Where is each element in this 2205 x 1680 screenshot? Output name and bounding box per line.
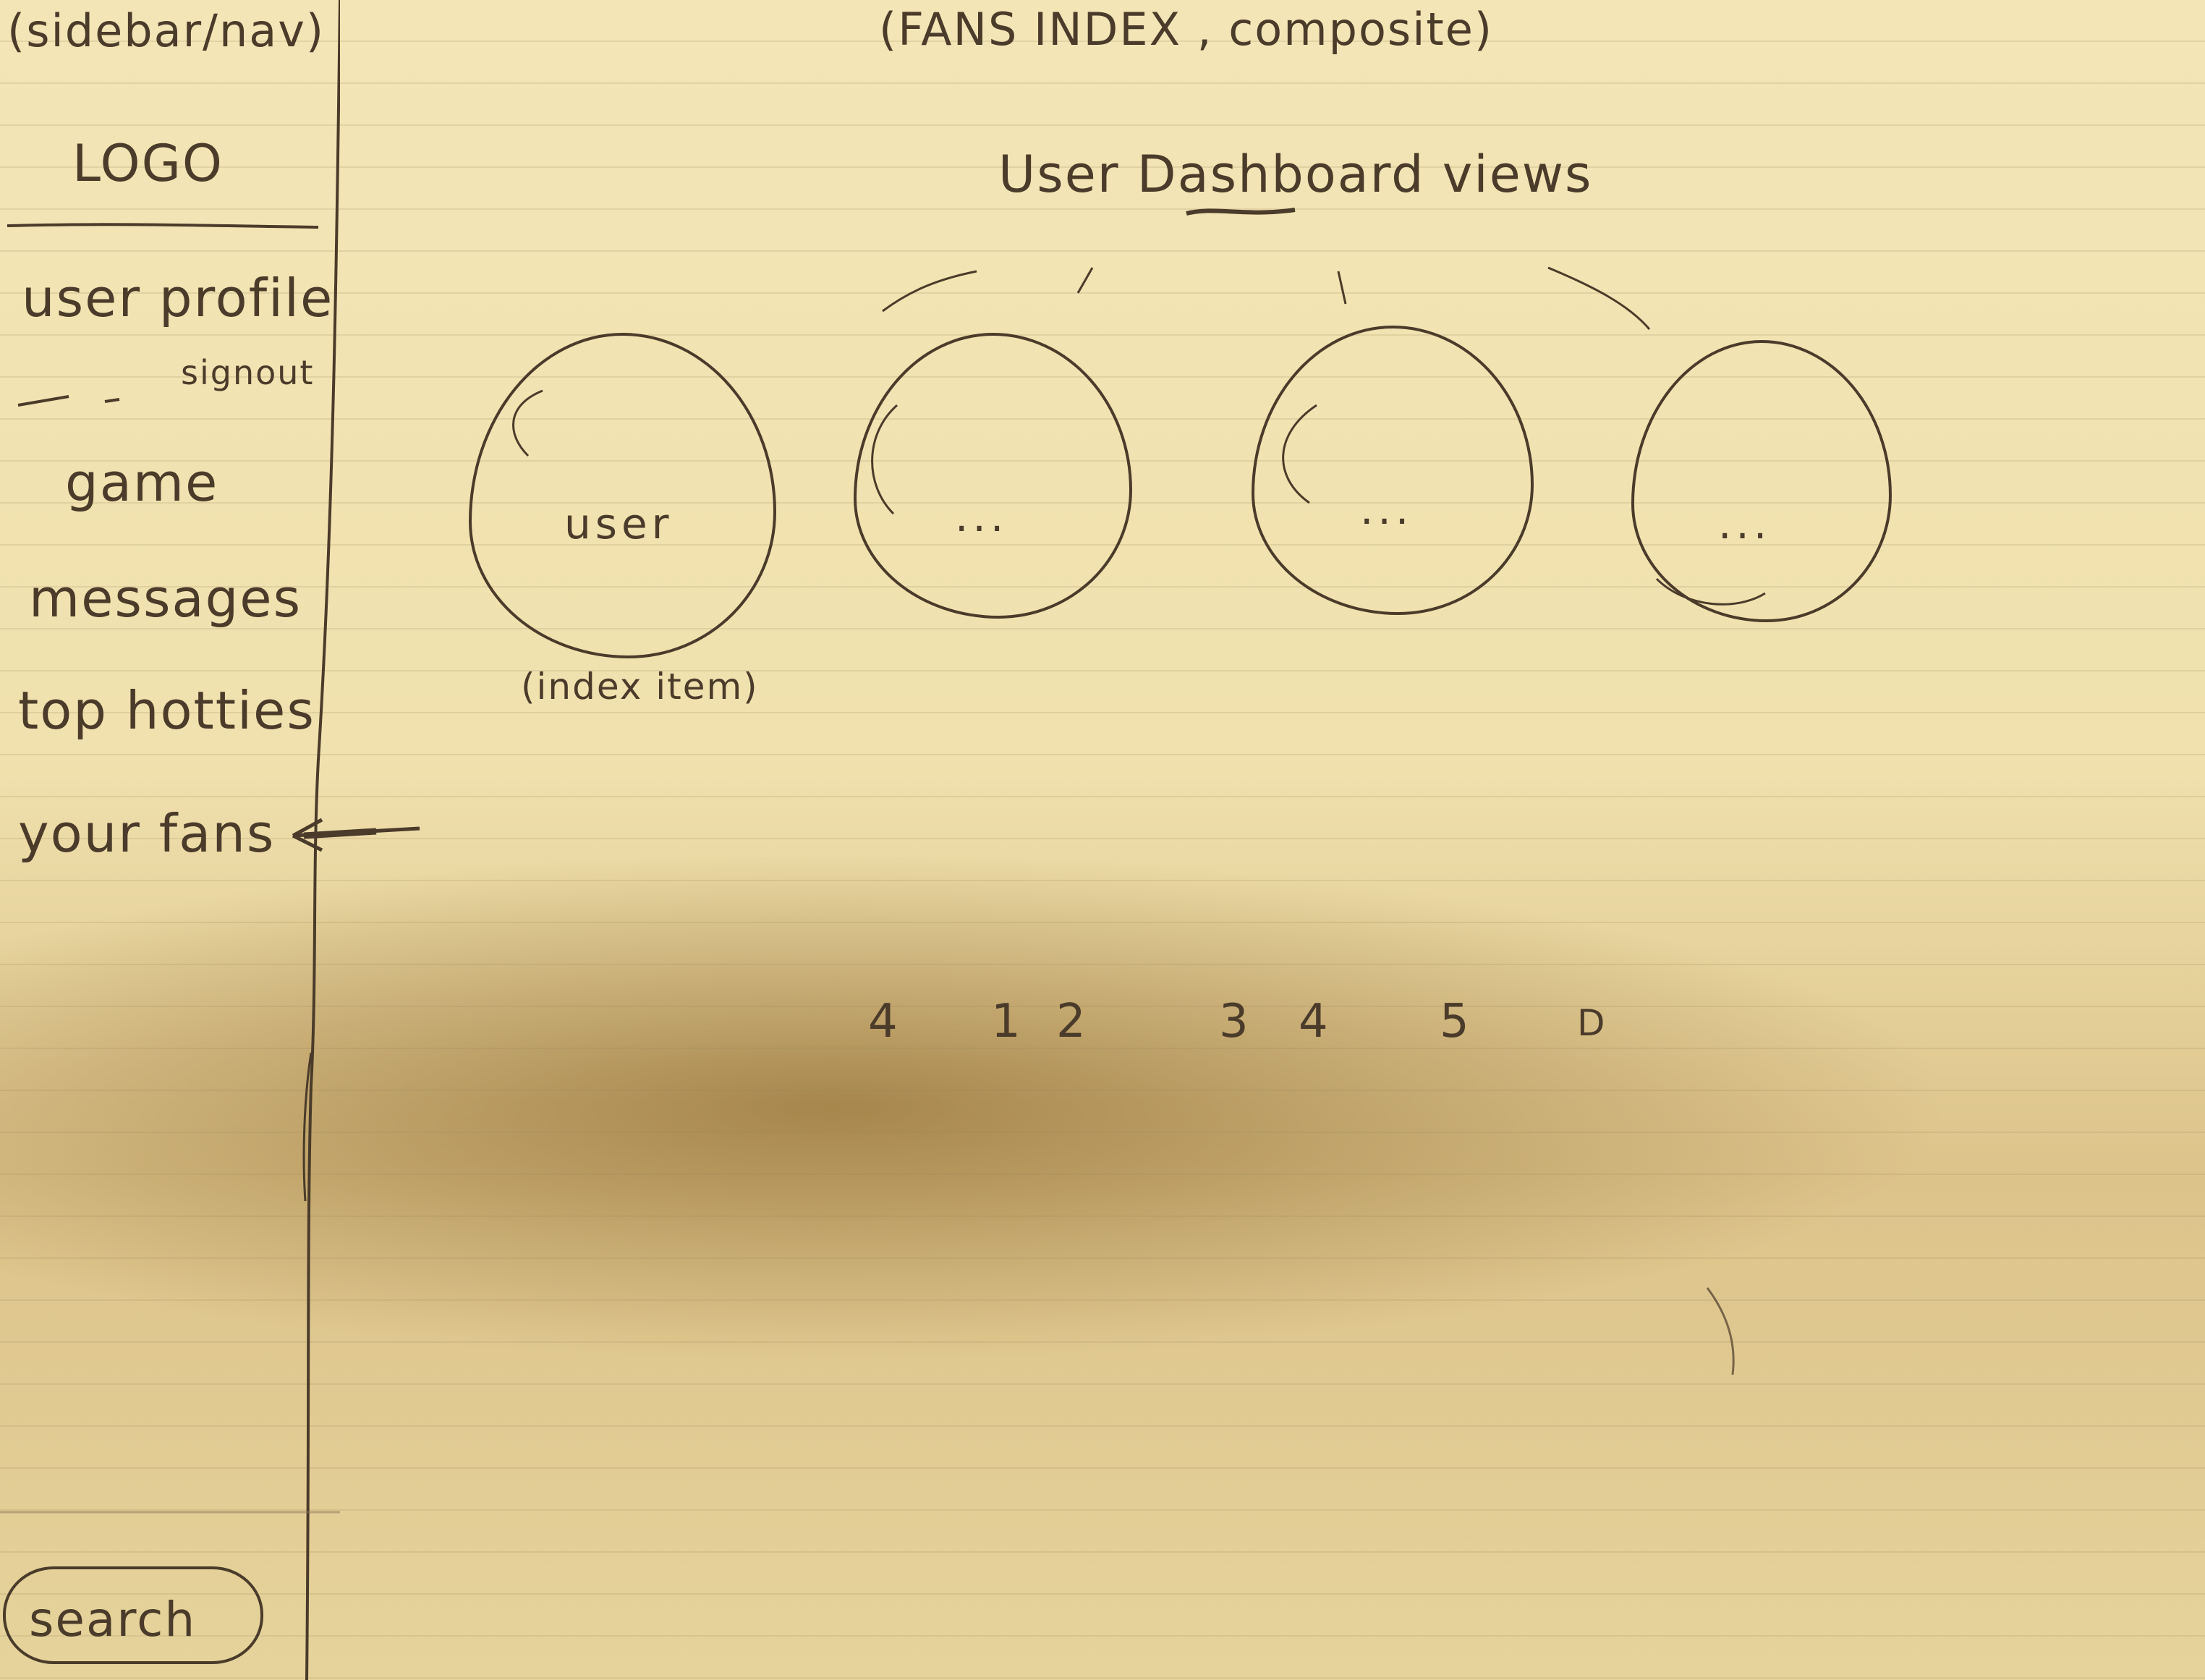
index-item-label: ...: [955, 492, 1008, 541]
sidebar-lines: [0, 0, 340, 1680]
page-link[interactable]: 2: [1056, 995, 1086, 1048]
sidebar-item-game[interactable]: game: [65, 452, 219, 513]
stray-stroke: [1706, 1287, 1735, 1375]
signout-dash-1: [17, 395, 69, 407]
connector-2: [1076, 267, 1094, 294]
sidebar-title: (sidebar/nav): [7, 4, 326, 57]
logo: LOGO: [72, 134, 224, 193]
signout-dash-2: [104, 398, 120, 403]
index-item-label: ...: [1360, 485, 1414, 534]
page-title: (FANS INDEX , composite): [879, 3, 1494, 56]
index-item-label: user: [564, 499, 674, 548]
sidebar-border-line: [305, 0, 340, 1680]
active-item-arrow-icon: [292, 818, 420, 852]
page-link[interactable]: 4: [1299, 995, 1328, 1048]
sidebar-item-top-hotties[interactable]: top hotties: [18, 680, 315, 741]
index-item-4[interactable]: [1631, 340, 1892, 622]
connector-3: [1337, 271, 1347, 305]
connector-1: [882, 270, 977, 313]
sidebar-extra-stroke: [302, 1052, 313, 1202]
search-label: search: [29, 1592, 197, 1647]
sidebar-item-messages[interactable]: messages: [29, 568, 302, 629]
dashboard-views-heading: User Dashboard views: [998, 145, 1593, 204]
page-link[interactable]: 4: [868, 995, 898, 1048]
index-item-caption: (index item): [521, 666, 759, 708]
logo-divider-line: [7, 223, 319, 229]
sidebar-nav: (sidebar/nav) LOGO user profile signout …: [0, 0, 340, 1680]
page-link[interactable]: 5: [1440, 995, 1469, 1048]
index-item-label: ...: [1718, 499, 1772, 548]
index-item-2[interactable]: [854, 333, 1132, 619]
sidebar-item-signout[interactable]: signout: [181, 353, 315, 392]
index-item-3[interactable]: [1252, 326, 1534, 615]
page-link[interactable]: 1: [991, 995, 1021, 1048]
sidebar-item-your-fans[interactable]: your fans: [18, 803, 276, 864]
connector-4: [1547, 266, 1651, 330]
search-button[interactable]: [3, 1566, 263, 1664]
index-item-user[interactable]: [469, 333, 776, 658]
next-page-link[interactable]: D: [1577, 1002, 1605, 1044]
sidebar-item-user-profile[interactable]: user profile: [22, 268, 334, 328]
page-link[interactable]: 3: [1219, 995, 1249, 1048]
scribble-strike: [1186, 208, 1296, 216]
